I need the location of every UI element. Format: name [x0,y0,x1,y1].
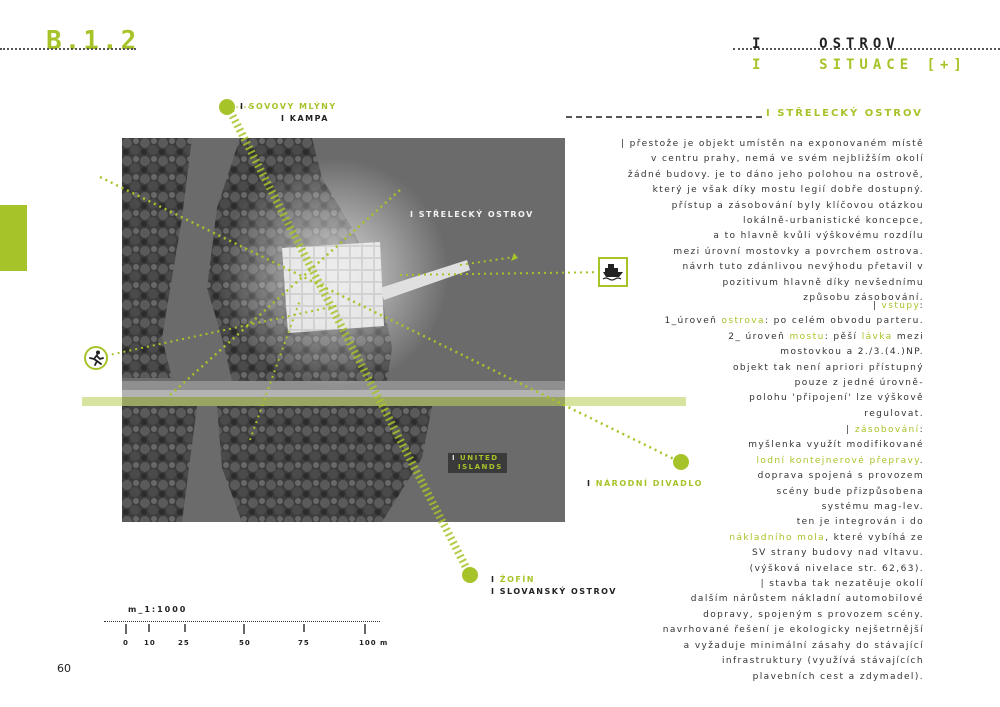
intro-line: přístup a zásobování byly klíčovou otázk… [671,200,924,211]
page-title: I OSTROV [752,36,900,52]
zasobovani-paragraph: | zásobování: myšlenka využít modifikova… [663,423,924,685]
vstupy-line: 1_úroveň ostrova: po celém obvodu parter… [664,316,924,327]
scale-label: 50 [239,639,251,647]
zasobovani-line: | stavba tak nezatěuje okolí [760,579,924,590]
node-zofin [462,567,478,583]
vstupy-heading: | vstupy: [872,301,924,311]
chapter-tab [0,205,27,271]
label-strelecky-ostrov: I STŘELECKÝ OSTROV [410,210,534,219]
label-sovovy-mlyny: I SOVOVY MLÝNY [240,102,337,111]
zasobovani-line: dopravy, spojeným s provozem scény. [703,609,924,620]
page-titles: I OSTROV I SITUACE [+] [752,34,967,76]
vstupy-line: polohu 'připojení' lze výškově [749,393,924,404]
label-slovansky-ostrov: I SLOVANSKÝ OSTROV [491,587,617,596]
header-divider-right [733,48,1000,50]
page-number: 60 [57,662,71,675]
zasobovani-line: doprava spojená s provozem [757,471,924,482]
vstupy-line: objekt tak není apriori přístupný [732,362,924,373]
pedestrian-icon-box [84,346,108,370]
zasobovani-line: dalším nárůstem nákladní automobilové [690,594,924,605]
zasobovani-heading: | zásobování: [846,425,924,435]
zasobovani-line: a vyžaduje minimální zásahy do stávající [683,640,924,651]
vstupy-paragraph: | vstupy: 1_úroveň ostrova: po celém obv… [665,299,924,422]
scale-label: 25 [178,639,190,647]
vstupy-line: regulovat. [864,408,924,419]
intro-line: lokálně-urbanistické koncepce, [742,216,924,227]
scale-label: 0 [123,639,129,647]
intro-line: v centru prahy, nemá ve svém nejbližším … [650,154,924,165]
label-zofin: I ŽOFÍN [491,575,536,584]
zasobovani-line: infrastruktury (využívá stávajících [721,656,924,667]
intro-line: mezi úrovní mostovky a povrchem ostrova. [673,246,924,257]
zasobovani-line: myšlenka využít modifikované [748,440,924,451]
label-narodni-divadlo: I NÁRODNÍ DIVADLO [587,479,703,488]
page-subtitle: I SITUACE [+] [752,57,967,73]
zasobovani-line: SV strany budovy nad vltavu. [752,548,924,559]
intro-line: | přestože je objekt umístěn na exponova… [620,139,924,149]
vstupy-line: mostovkou a 2./3.(4.)NP. [780,347,924,358]
intro-line: žádné budovy. je to dáno jeho polohou na… [627,169,924,180]
ship-icon [602,264,623,281]
scale-label: 10 [144,639,156,647]
vstupy-line: pouze z jedné úrovně- [794,378,924,389]
header-divider-left [0,48,136,50]
intro-line: který je však díky mostu legií dobře dos… [652,185,924,196]
zasobovani-line: nákladního mola, které vybíhá ze [729,532,924,543]
intro-paragraph: | přestože je objekt umístěn na exponova… [621,137,924,306]
scale-label: 75 [298,639,310,647]
vstupy-line: 2_ úroveň mostu: pěší lávka mezi [728,331,924,342]
zasobovani-line: scény bude přizpůsobena [776,486,924,497]
zasobovani-line: navrhované řešení je ekologicky nejšetrn… [662,625,924,636]
scale-title: m_1:1000 [128,605,188,614]
intro-line: způsobu zásobování. [803,293,924,304]
section-heading: I STŘELECKÝ OSTROV [766,108,923,119]
section-heading-dashes [566,116,762,118]
label-united-islands: I UNITED ISLANDS [448,453,507,473]
intro-line: pozitivum hlavně díky nevšednímu [722,277,924,288]
section-code: B.1.2 [46,26,140,56]
scale-ticks [125,624,366,634]
scale-bar [104,621,380,622]
label-kampa: I KAMPA [281,114,329,123]
boat-icon-box [598,257,628,287]
intro-line: návrh tuto zdánlivou nevýhodu přetavil v [682,262,924,273]
zasobovani-line: (výšková nivelace str. 62,63). [749,563,924,574]
scale-label: 100 m [359,639,389,647]
node-narodni-divadlo [673,454,689,470]
intro-line: a to hlavně kvůli výškovému rozdílu [713,231,924,242]
zasobovani-line: lodní kontejnerové přepravy. [756,455,924,466]
pedestrian-icon [89,350,104,366]
zasobovani-line: ten je integrován i do [796,517,924,528]
zasobovani-line: systému mag-lev. [821,502,924,513]
node-sovovy-mlyny [219,99,235,115]
zasobovani-line: plavebních cest a zdymadel). [752,671,924,682]
